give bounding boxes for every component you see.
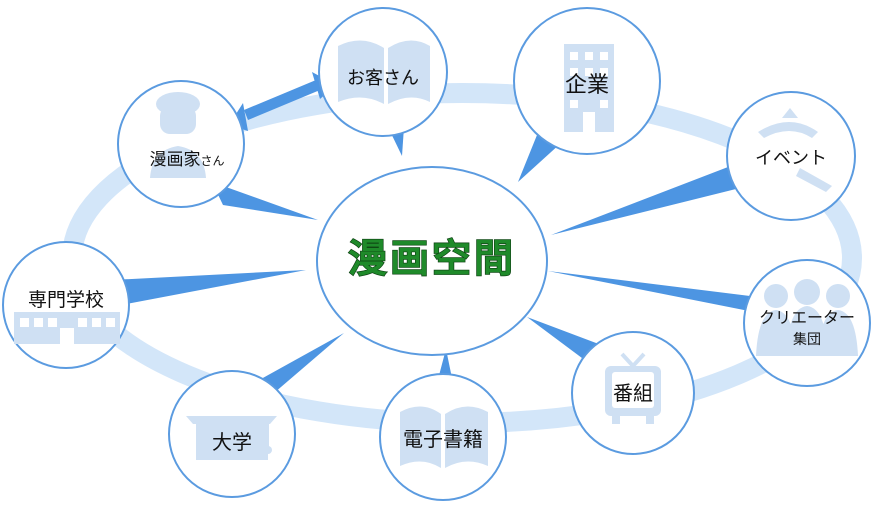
office-building-icon: [564, 44, 614, 132]
node-daigaku: 大学: [168, 370, 296, 498]
television-icon: [605, 352, 661, 424]
open-book-icon: [400, 406, 488, 468]
label-mangaka-suffix: さん: [200, 154, 224, 168]
label-mangaka-main: 漫画家: [149, 150, 200, 170]
node-okyakusan: お客さん: [318, 7, 448, 137]
label-denshi: 電子書籍: [403, 427, 483, 451]
pointer-creator: [548, 271, 754, 312]
label-senmon: 専門学校: [28, 289, 104, 311]
center-node: 漫画空間: [316, 166, 548, 356]
open-book-icon: [338, 40, 430, 104]
pointer-kigyou: [518, 135, 561, 182]
label-event: イベント: [755, 148, 827, 169]
node-creator: クリエーター 集団: [743, 259, 871, 387]
label-okyakusan: お客さん: [347, 68, 419, 89]
group-people-icon: [756, 279, 858, 356]
school-building-icon: [14, 312, 120, 344]
node-bangumi: 番組: [571, 331, 695, 455]
person-silhouette-icon: [150, 92, 206, 178]
center-label: 漫画空間: [348, 237, 516, 282]
pointer-senmon: [112, 270, 306, 306]
node-denshi: 電子書籍: [379, 373, 507, 501]
label-creator-line1: クリエーター: [759, 308, 855, 327]
pointer-daigaku: [252, 333, 344, 399]
node-mangaka: 漫画家さん: [117, 80, 245, 208]
label-creator-line2: 集団: [793, 331, 821, 348]
festival-figure-icon: [758, 108, 832, 192]
node-kigyou: 企業: [513, 7, 661, 155]
pointer-wedges: [112, 127, 754, 399]
graduation-cap-icon: [186, 416, 277, 460]
pointer-bangumi: [527, 317, 604, 364]
node-event: イベント: [726, 91, 856, 221]
node-senmon: 専門学校: [2, 241, 130, 369]
pointer-mangaka: [212, 182, 318, 220]
pointer-event: [551, 167, 744, 235]
label-mangaka: 漫画家さん: [149, 150, 224, 170]
label-daigaku: 大学: [212, 430, 252, 454]
label-kigyou: 企業: [565, 73, 609, 98]
label-bangumi: 番組: [613, 381, 653, 405]
